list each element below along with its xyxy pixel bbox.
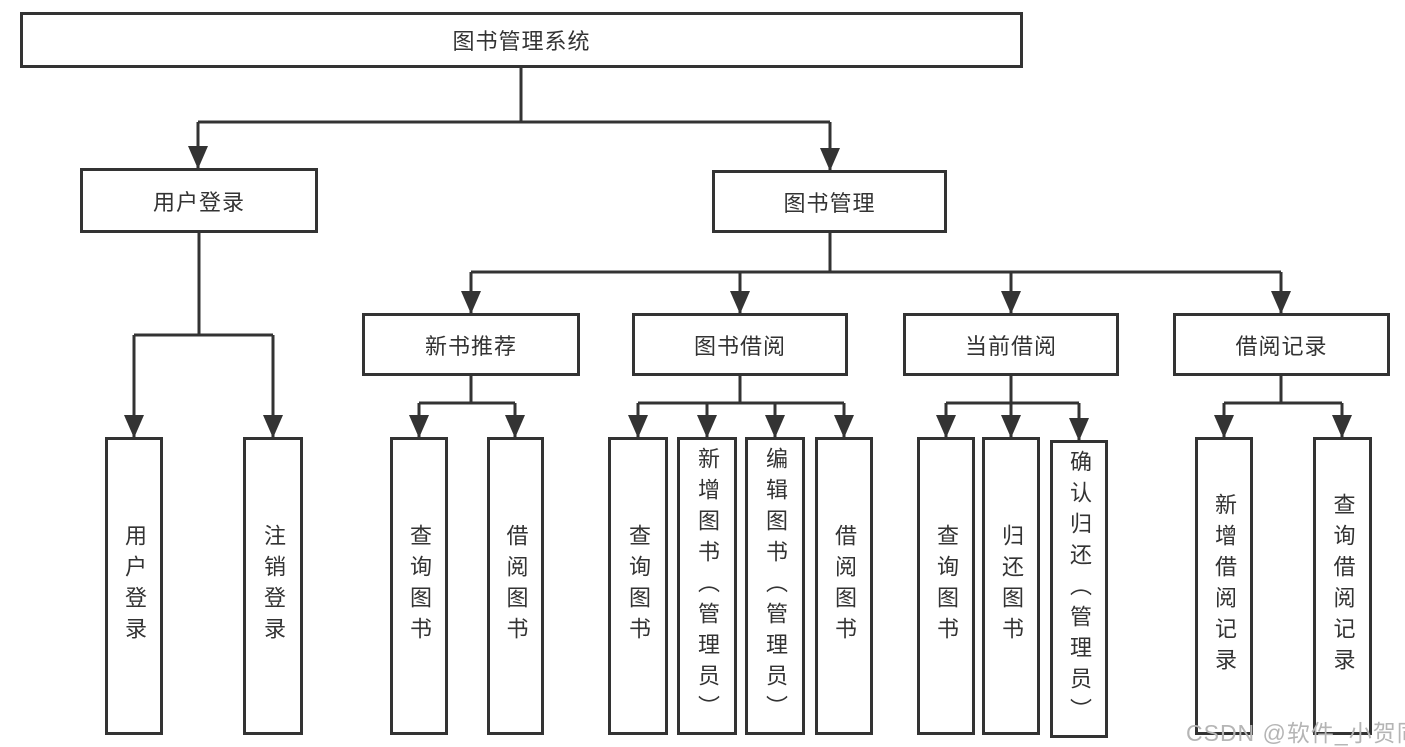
node-borrow-records: 借阅记录 [1173, 313, 1390, 376]
leaf-borrow-query: 查询图书 [608, 437, 668, 735]
leaf-records-add: 新增借阅记录 [1195, 437, 1253, 735]
leaf-newbook-borrow: 借阅图书 [487, 437, 544, 735]
node-book-borrow-label: 图书借阅 [693, 333, 786, 359]
leaf-current-query-label: 查询图书 [934, 524, 959, 648]
leaf-records-query: 查询借阅记录 [1313, 437, 1372, 735]
node-current-borrow: 当前借阅 [903, 313, 1119, 376]
leaf-current-return: 归还图书 [982, 437, 1040, 735]
leaf-user-login: 用户登录 [105, 437, 163, 735]
leaf-borrow-borrow-label: 借阅图书 [832, 524, 857, 648]
node-new-book-recommend: 新书推荐 [362, 313, 580, 376]
node-new-book-recommend-label: 新书推荐 [424, 333, 517, 359]
node-current-borrow-label: 当前借阅 [964, 333, 1057, 359]
leaf-current-query: 查询图书 [917, 437, 975, 735]
leaf-current-return-label: 归还图书 [999, 524, 1024, 648]
node-book-borrow: 图书借阅 [632, 313, 848, 376]
node-user-login: 用户登录 [80, 168, 318, 233]
leaf-borrow-add-label: 新增图书（管理员） [695, 446, 720, 726]
node-book-management-label: 图书管理 [783, 190, 876, 216]
node-book-management: 图书管理 [712, 170, 947, 233]
leaf-records-query-label: 查询借阅记录 [1330, 493, 1356, 679]
leaf-logout-label: 注销登录 [261, 524, 286, 648]
node-root-label: 图书管理系统 [452, 29, 591, 54]
leaf-borrow-query-label: 查询图书 [626, 524, 651, 648]
node-root: 图书管理系统 [20, 12, 1023, 68]
node-user-login-label: 用户登录 [152, 189, 245, 215]
arrowheads [124, 146, 1352, 441]
leaf-current-confirm-return: 确认归还（管理员） [1050, 440, 1108, 738]
leaf-logout: 注销登录 [243, 437, 303, 735]
csdn-watermark: CSDN @软件_小贺同学 [1186, 720, 1405, 746]
leaf-records-add-label: 新增借阅记录 [1212, 493, 1237, 679]
leaf-newbook-borrow-label: 借阅图书 [503, 524, 529, 648]
leaf-user-login-label: 用户登录 [122, 524, 147, 648]
leaf-newbook-query: 查询图书 [390, 437, 448, 735]
leaf-borrow-borrow: 借阅图书 [815, 437, 873, 735]
leaf-borrow-add: 新增图书（管理员） [677, 437, 737, 735]
leaf-borrow-edit-label: 编辑图书（管理员） [763, 446, 788, 726]
leaf-borrow-edit: 编辑图书（管理员） [745, 437, 805, 735]
leaf-newbook-query-label: 查询图书 [407, 524, 432, 648]
node-borrow-records-label: 借阅记录 [1235, 333, 1328, 359]
leaf-current-confirm-return-label: 确认归还（管理员） [1067, 449, 1092, 729]
